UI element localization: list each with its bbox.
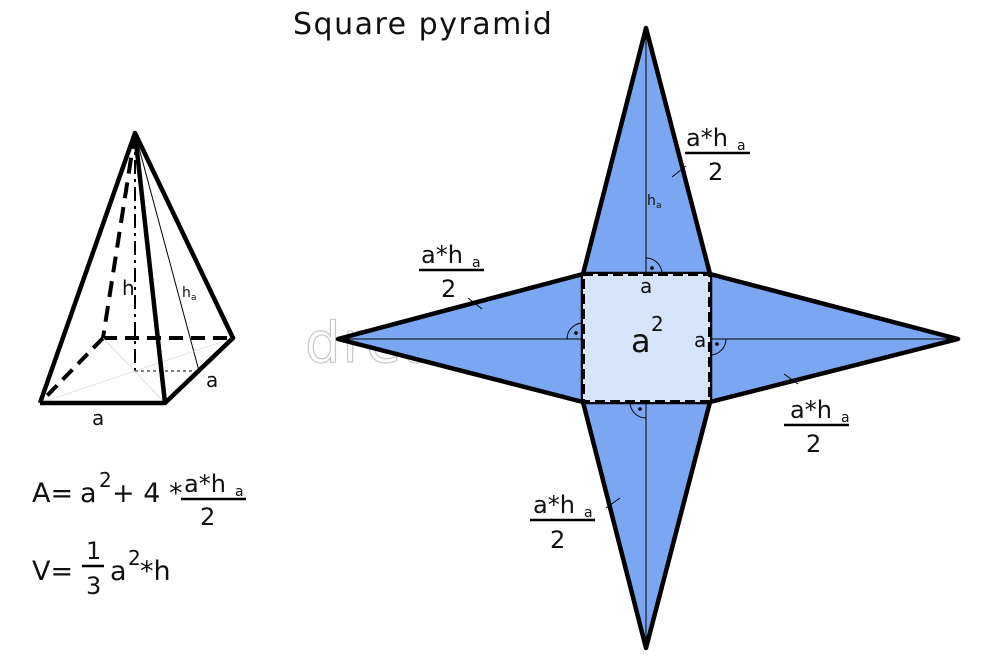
area-formula: A= a 2 + 4 * a*h a 2 xyxy=(32,468,246,531)
base-area-label: a xyxy=(631,322,651,360)
volume-formula-a: a xyxy=(110,556,127,587)
face-area-right-numerator: a*h xyxy=(790,396,832,424)
face-area-top-subscript: a xyxy=(737,138,746,154)
base-top-edge-label: a xyxy=(640,274,652,298)
base-side-edge-label: a xyxy=(206,368,218,392)
volume-formula-numerator: 1 xyxy=(86,537,101,565)
volume-formula-lhs: V= xyxy=(32,556,73,587)
face-area-top: a*h a 2 xyxy=(685,124,750,186)
face-area-left: a*h a 2 xyxy=(419,241,484,303)
face-area-top-denominator: 2 xyxy=(708,158,723,186)
area-formula-a: a xyxy=(80,478,97,509)
volume-formula: V= 1 3 a 2 *h xyxy=(32,537,171,600)
face-area-left-subscript: a xyxy=(472,255,481,271)
face-area-bottom-denominator: 2 xyxy=(550,526,565,554)
face-area-bottom-subscript: a xyxy=(584,505,593,521)
face-area-top-numerator: a*h xyxy=(686,124,728,152)
face-area-left-denominator: 2 xyxy=(441,275,456,303)
area-formula-lhs: A= xyxy=(32,478,73,509)
area-formula-subscript: a xyxy=(235,484,244,500)
area-formula-denominator: 2 xyxy=(200,503,215,531)
diagram-title: Square pyramid xyxy=(293,7,553,42)
leader-bottom xyxy=(605,497,621,509)
face-area-left-numerator: a*h xyxy=(421,241,463,269)
net-slant-height-subscript: a xyxy=(656,201,662,211)
base-diagonal-1 xyxy=(39,337,234,404)
pyramid-net xyxy=(335,25,961,651)
right-angle-right xyxy=(709,338,727,356)
base-front-edge-label: a xyxy=(92,406,104,430)
right-angle-top xyxy=(645,257,663,275)
leader-right xyxy=(783,373,799,385)
slant-height-label: h xyxy=(182,285,191,301)
area-formula-plus: + 4 * xyxy=(112,478,182,509)
base-area-exponent: 2 xyxy=(651,312,664,336)
right-angle-left xyxy=(566,322,584,340)
height-label: h xyxy=(122,276,135,300)
visible-edges xyxy=(40,132,236,406)
right-angle-bottom xyxy=(629,401,647,419)
face-area-bottom-numerator: a*h xyxy=(533,491,575,519)
hidden-base-edge-left xyxy=(38,336,105,405)
net-face-left xyxy=(335,271,586,405)
volume-formula-exponent: 2 xyxy=(128,546,141,570)
net-face-right xyxy=(707,271,961,405)
face-area-right-denominator: 2 xyxy=(806,430,821,458)
base-diagonal-2 xyxy=(102,337,166,404)
face-area-right: a*h a 2 xyxy=(784,396,850,458)
face-area-right-subscript: a xyxy=(841,410,850,426)
face-area-bottom: a*h a 2 xyxy=(530,491,595,554)
net-slant-height-label: h xyxy=(647,193,656,209)
volume-formula-denominator: 3 xyxy=(86,572,101,600)
right-angle-marks xyxy=(566,257,727,419)
leader-top xyxy=(671,165,687,178)
volume-formula-tail: *h xyxy=(140,556,171,587)
hidden-lateral-edge xyxy=(101,132,137,339)
net-base-square xyxy=(583,274,710,402)
area-formula-exponent: 2 xyxy=(99,468,112,492)
slant-height-subscript: a xyxy=(191,293,197,303)
slant-height-line xyxy=(134,132,200,372)
base-right-edge-label: a xyxy=(694,328,706,352)
area-formula-numerator: a*h xyxy=(184,470,226,498)
pyramid-3d xyxy=(37,130,236,406)
leader-left xyxy=(467,297,483,310)
